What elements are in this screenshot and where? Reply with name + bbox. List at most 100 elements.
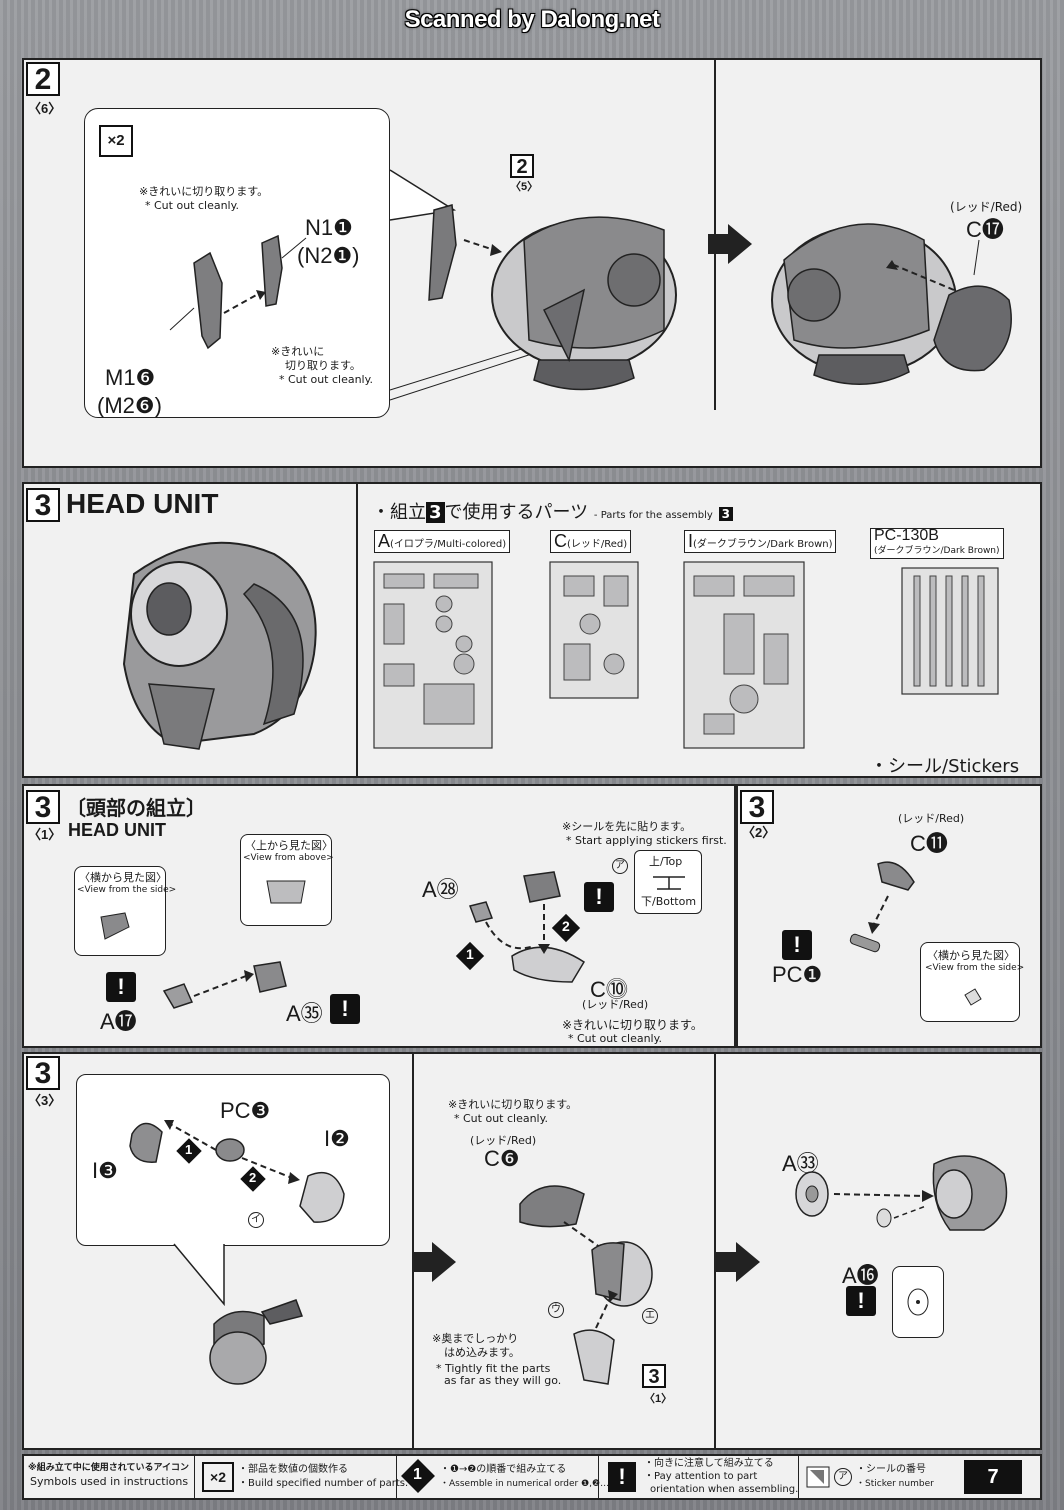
parts-divider <box>356 484 358 776</box>
legend-order-jp: ・❶→❷の順番で組み立てる <box>440 1464 567 1475</box>
cut-note-2-en: * Cut out cleanly. <box>279 373 374 386</box>
legend-attention: ! ・向きに注意して組み立てる ・Pay attention to part o… <box>598 1456 799 1498</box>
step3-3-number: 3 <box>26 1056 60 1090</box>
top-view-callout: 〈上から見た図〉 <View from above> <box>240 834 334 926</box>
c10-color-label: (レッド/Red) <box>582 998 649 1011</box>
attention-icon: ! <box>584 882 614 912</box>
step3-1-title-en: HEAD UNIT <box>68 820 166 840</box>
legend-sticker-en: ・Sticker number <box>856 1479 934 1489</box>
attention-icon: ! <box>782 930 812 960</box>
step3-3-right-parts <box>795 1155 1008 1316</box>
runner-c-label: C(レッド/Red) <box>550 530 632 553</box>
sticker-icon <box>806 1466 830 1488</box>
legend-order: 1 ・❶→❷の順番で組み立てる ・Assemble in numerical o… <box>396 1456 609 1498</box>
legend-attn-icon: ! <box>608 1462 636 1492</box>
step3-title: HEAD UNIT <box>66 488 219 519</box>
cut-note-1-en: * Cut out cleanly. <box>145 199 240 212</box>
parts-title-suffix: で使用するパーツ <box>444 502 589 523</box>
cut-note-1-jp: ※きれいに切り取ります。 <box>139 185 269 198</box>
flow-arrow <box>708 224 752 264</box>
part-n2: (N2❶) <box>297 243 360 268</box>
step3-1-substep: 〈1〉 <box>28 827 62 842</box>
legend-mult-jp: ・部品を数値の個数作る <box>238 1464 348 1475</box>
step2-substep: 〈6〉 <box>28 101 62 116</box>
side-view-part <box>100 912 130 940</box>
order-step-2-label: 2 <box>249 1170 257 1185</box>
part-a28: A㉘ <box>422 877 459 902</box>
side-view-callout: 〈横から見た図〉 <View from the side> <box>74 866 176 956</box>
legend-attn-en-a: ・Pay attention to part <box>644 1471 758 1482</box>
sticker-first-en: * Start applying stickers first. <box>566 834 727 847</box>
top-bottom-callout: 上/Top 下/Bottom <box>634 850 702 914</box>
side-view-jp: 〈横から見た図〉 <box>79 871 167 884</box>
step2-divider <box>714 60 716 410</box>
parts-title-en: - Parts for the assembly <box>593 510 713 521</box>
order-step-2-label: 2 <box>562 918 570 934</box>
bottom-label: 下/Bottom <box>641 895 697 908</box>
pc1-side-view-jp: 〈横から見た図〉 <box>927 949 1015 962</box>
c11-color-label: (レッド/Red) <box>898 812 965 825</box>
part-n1: N1❶ <box>305 215 353 240</box>
step3-3-pointer <box>129 1120 345 1385</box>
step3-number: 3 <box>26 488 60 522</box>
part-a16: A⓰ <box>842 1263 879 1288</box>
head-assembly-figure-1 <box>428 204 677 391</box>
legend-title-en: Symbols used in instructions <box>30 1475 189 1488</box>
symbols-legend: ※組み立て中に使用されているアイコン Symbols used in instr… <box>22 1454 1042 1500</box>
runner-a-desc: (イロプラ/Multi-colored) <box>390 539 507 550</box>
part-c11: C⓫ <box>910 831 948 856</box>
step3-2-panel: 3 〈2〉 (レッド/Red) C⓫ ! PC❶ 〈横から見た図〉 <View … <box>736 784 1042 1048</box>
legend-multiplier: ×2 ・部品を数値の個数作る ・Build specified number o… <box>194 1456 408 1498</box>
runner-pc-label: PC-130B(ダークブラウン/Dark Brown) <box>870 528 1004 559</box>
legend-mult-icon: ×2 <box>202 1462 234 1492</box>
pc1-side-view-part <box>964 988 982 1006</box>
stickers-label: ・シール/Stickers <box>870 756 1020 777</box>
runner-i-letter: I <box>688 531 694 551</box>
flow-arrow <box>412 1242 456 1282</box>
runner-c-letter: C <box>554 531 567 551</box>
ref-step-3: 3 <box>642 1364 666 1388</box>
head-assembly-figure-2 <box>771 223 1012 386</box>
step3-2-number: 3 <box>740 790 774 824</box>
c10-cut-en: * Cut out cleanly. <box>568 1032 663 1045</box>
ref-substep-5: 〈5〉 <box>510 181 539 193</box>
c10-cut-jp: ※きれいに切り取ります。 <box>562 1018 703 1032</box>
step3-2-substep: 〈2〉 <box>742 825 776 840</box>
legend-sticker-jp: ・シールの番号 <box>856 1464 926 1475</box>
runner-pc-letter: PC-130B <box>874 527 939 544</box>
top-view-jp: 〈上から見た図〉 <box>245 839 333 852</box>
red-color-label: (レッド/Red) <box>950 200 1023 214</box>
part-c17: C⓱ <box>966 217 1004 242</box>
part-pc3: PC❸ <box>220 1098 271 1123</box>
ref-substep-1: 〈1〉 <box>644 1393 673 1405</box>
legend-sticker-badge: ア <box>834 1468 852 1486</box>
order-step-1-label: 1 <box>466 946 474 962</box>
step3-1-number: 3 <box>26 790 60 824</box>
legend-order-icon-label: 1 <box>413 1466 422 1483</box>
step3-3-middle-parts <box>519 1185 653 1385</box>
head-unit-illustration <box>122 541 317 750</box>
flow-arrow <box>716 1242 760 1282</box>
legend-order-en: ・Assemble in numerical order ❶,❷… <box>440 1479 610 1489</box>
step3-1-left-parts <box>162 961 287 1009</box>
part-c10: C⓾ <box>590 977 628 1002</box>
side-view-en: <View from the side> <box>77 885 177 895</box>
top-label: 上/Top <box>649 855 683 868</box>
part-pc1: PC❶ <box>772 962 823 987</box>
step2-detail-callout: ×2 ※きれいに切り取ります。 * Cut out cleanly. N1❶ (… <box>84 108 390 418</box>
step3-1-panel: 3 〈1〉 〔頭部の組立〕 HEAD UNIT 〈横から見た図〉 <View f… <box>22 784 736 1048</box>
part-m2: (M2❻) <box>97 393 162 418</box>
multiplier-badge: ×2 <box>99 125 133 157</box>
pc1-side-view-en: <View from the side> <box>925 963 1025 973</box>
pc1-side-view-callout: 〈横から見た図〉 <View from the side> <box>920 942 1024 1022</box>
step3-3-divider-2 <box>714 1054 716 1448</box>
fit-note-jp-b: はめ込みます。 <box>444 1346 520 1359</box>
step3-3-substep: 〈3〉 <box>28 1093 62 1108</box>
c6-cut-jp: ※きれいに切り取ります。 <box>448 1098 578 1111</box>
attention-icon: ! <box>330 994 360 1024</box>
sticker-i-badge: イ <box>248 1212 264 1228</box>
attention-icon: ! <box>846 1286 876 1316</box>
runner-a-label: A(イロプラ/Multi-colored) <box>374 530 511 553</box>
step3-1-title-jp: 〔頭部の組立〕 <box>66 796 206 820</box>
